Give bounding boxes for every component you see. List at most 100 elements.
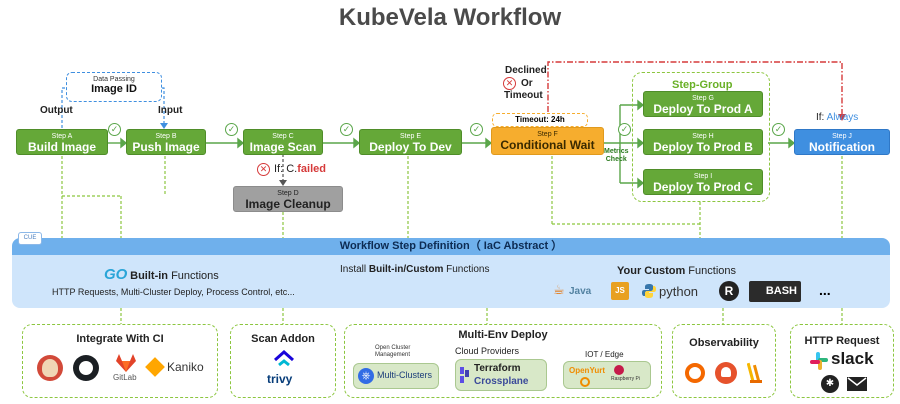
condition-always: If: Always <box>816 112 858 123</box>
builtin-bold: Built-in <box>130 270 169 282</box>
decline-path <box>547 61 843 116</box>
slack-label: slack <box>831 349 874 368</box>
builtin-suffix: Functions <box>168 270 219 282</box>
language-list: ☕ Java JS python R BASH ... <box>547 280 847 304</box>
github-icon <box>73 355 99 381</box>
step-h[interactable]: Step H Deploy To Prod B <box>643 129 763 155</box>
failed-label: failed <box>297 163 326 175</box>
step-d[interactable]: Step D Image Cleanup <box>233 186 343 212</box>
multiclusters-label: Multi-Clusters <box>377 370 433 380</box>
output-label: Output <box>40 105 73 116</box>
step-b[interactable]: Step B Push Image <box>126 129 206 155</box>
step-j[interactable]: Step J Notification <box>794 129 890 155</box>
check-icon: ✓ <box>108 123 121 136</box>
panel-obs-title: Observability <box>689 337 759 349</box>
step-g-name: Deploy To Prod A <box>653 102 753 117</box>
panel-deploy: Multi-Env Deploy Cloud Providers IOT / E… <box>344 324 662 398</box>
step-a[interactable]: Step A Build Image <box>16 129 108 155</box>
multi-clusters-badge: ⎈ Multi-Clusters <box>353 363 439 389</box>
check-icon: ✓ <box>470 123 483 136</box>
panel-scan-title: Scan Addon <box>251 333 315 345</box>
more-languages: ... <box>819 282 831 298</box>
terraform-icon <box>460 365 470 385</box>
panel-ci-title: Integrate With CI <box>76 333 164 345</box>
or-label: Or <box>521 78 533 89</box>
step-h-name: Deploy To Prod B <box>653 140 753 155</box>
panel-http: HTTP Request slack ✱ <box>790 324 894 398</box>
js-icon: JS <box>611 282 629 300</box>
x-icon: ✕ <box>257 163 270 176</box>
input-label: Input <box>158 105 183 116</box>
ocm-label-2: Management <box>375 352 411 358</box>
step-e[interactable]: Step E Deploy To Dev <box>359 129 462 155</box>
go-icon: GO <box>104 266 128 283</box>
step-g[interactable]: Step G Deploy To Prod A <box>643 91 763 117</box>
step-i[interactable]: Step I Deploy To Prod C <box>643 169 763 195</box>
raspberry-label: Raspberry Pi <box>611 376 640 382</box>
python-label: python <box>659 284 699 299</box>
if-label: If: <box>274 163 284 175</box>
check-icon: ✓ <box>618 123 631 136</box>
step-i-name: Deploy To Prod C <box>653 180 753 195</box>
step-h-id: Step H <box>692 133 714 140</box>
step-d-id: Step D <box>277 190 299 197</box>
input-arrowhead <box>160 123 168 129</box>
step-c-id: Step C <box>272 133 294 140</box>
python-icon <box>641 283 657 299</box>
kaniko-icon <box>145 357 165 377</box>
java-label: Java <box>569 286 592 297</box>
terraform-badge: Terraform Crossplane <box>455 359 547 391</box>
declined-label: Declined <box>505 65 547 76</box>
step-b-id: Step B <box>155 133 177 140</box>
condition-c-failed: If: C.failed <box>274 163 326 175</box>
step-a-id: Step A <box>51 133 73 140</box>
panel-http-title: HTTP Request <box>804 335 880 347</box>
step-c[interactable]: Step C Image Scan <box>243 129 323 155</box>
step-c-name: Image Scan <box>249 140 317 155</box>
if-label: If: <box>816 112 825 123</box>
panel-ci: Integrate With CI GitLab Kaniko <box>22 324 218 398</box>
data-passing-name: Image ID <box>91 83 137 95</box>
data-passing-box: Data Passing Image ID <box>66 72 162 102</box>
data-passing-caption: Data Passing <box>93 76 135 83</box>
metrics-check-label: Metrics Check <box>604 148 629 164</box>
builtin-label: Built-in Functions <box>130 270 219 282</box>
step-d-name: Image Cleanup <box>245 197 331 212</box>
step-f-id: Step F <box>537 131 558 138</box>
iot-edge-label: IOT / Edge <box>585 350 624 359</box>
install-functions-label: Install Built-in/Custom Functions <box>340 264 489 275</box>
check-icon: ✓ <box>772 123 785 136</box>
webhook-icon: ✱ <box>821 375 839 393</box>
step-i-id: Step I <box>693 173 713 180</box>
builtin-functions-title: GO Built-in Functions <box>104 266 219 283</box>
step-b-name: Push Image <box>132 140 200 155</box>
step-group-box <box>632 72 770 202</box>
panel-scan: Scan Addon trivy <box>230 324 336 398</box>
workflow-step-definition-bar: Workflow Step Definition（ IaC Abstract ） <box>12 238 890 255</box>
install-suffix: Functions <box>443 264 490 275</box>
step-group-label: Step-Group <box>672 79 733 91</box>
input-arrow <box>162 87 165 126</box>
java-icon: ☕ <box>553 282 565 297</box>
panel-deploy-title: Multi-Env Deploy <box>458 329 548 341</box>
step-f-name: Conditional Wait <box>500 138 595 153</box>
always-label: Always <box>826 112 859 123</box>
step-f[interactable]: Step F Conditional Wait <box>491 127 604 155</box>
workflow-step-definition-body <box>12 255 890 308</box>
step-j-id: Step J <box>832 133 852 140</box>
x-icon: ✕ <box>503 77 516 90</box>
check-icon: ✓ <box>340 123 353 136</box>
trivy-label: trivy <box>267 372 293 386</box>
step-j-name: Notification <box>809 140 875 155</box>
trivy-icon <box>273 350 295 368</box>
check-icon: ✓ <box>225 123 238 136</box>
kaniko-label: Kaniko <box>167 360 204 374</box>
ocm-label-1: Open Cluster <box>375 345 411 351</box>
grafana-icon <box>685 363 705 383</box>
timeout-label: Timeout <box>504 90 543 101</box>
install-prefix: Install <box>340 264 369 275</box>
c-label: C. <box>286 163 298 175</box>
kubernetes-icon: ⎈ <box>358 368 374 384</box>
